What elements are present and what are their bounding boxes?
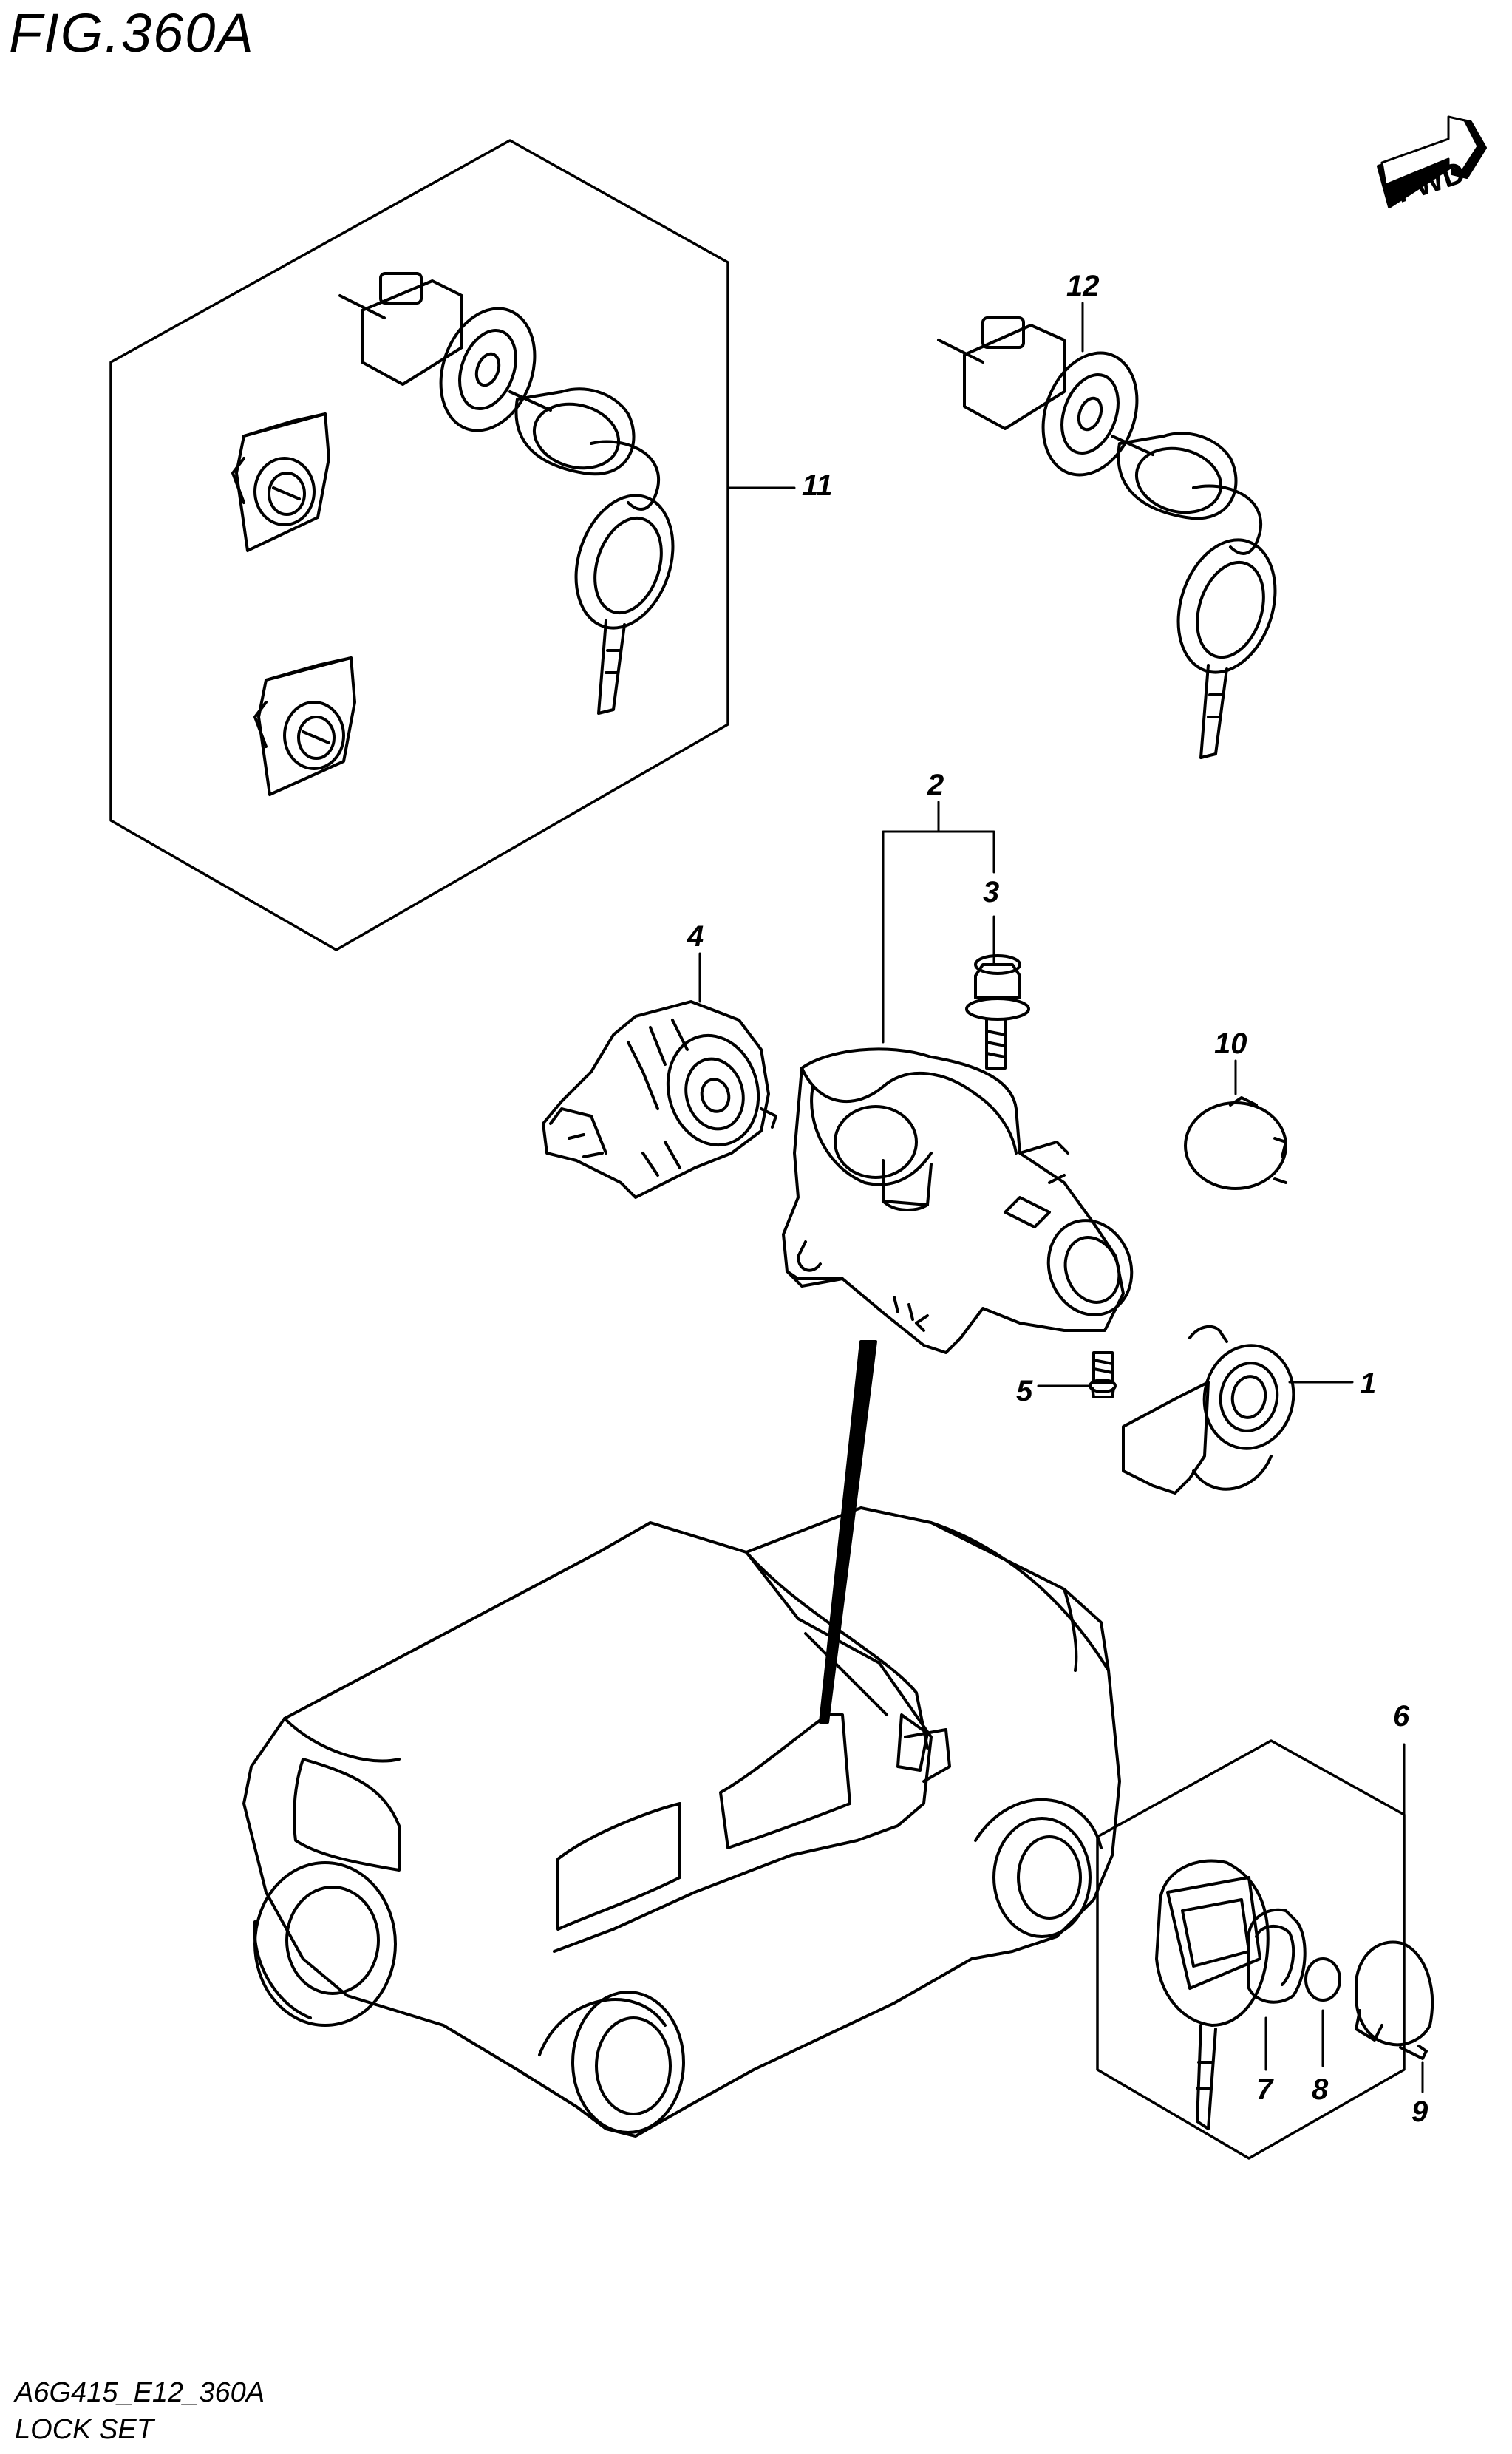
figure-code: A6G415_E12_360A	[15, 2377, 265, 2408]
figure-title: FIG.360A	[9, 2, 255, 64]
callout-10: 10	[1214, 1027, 1247, 1060]
lock-set-cylinder-drawing	[338, 272, 675, 715]
part-8-battery-drawing	[1304, 1957, 1341, 2067]
callout-12: 12	[1066, 270, 1100, 302]
part-2-steering-lock-drawing	[782, 1047, 1134, 1354]
fwd-arrow-icon: FWD	[1377, 115, 1487, 209]
callout-11: 11	[802, 469, 833, 502]
part-4-ignition-switch-drawing	[542, 1000, 777, 1199]
vehicle-silhouette-drawing	[242, 1506, 1121, 2138]
part-7-holder-drawing	[1247, 1908, 1307, 2071]
callout-6: 6	[1393, 1700, 1410, 1733]
lock-set-group-box	[109, 139, 729, 951]
key-set-group-box	[1096, 1739, 1406, 2160]
callout-8: 8	[1312, 2073, 1329, 2106]
callout-1: 1	[1360, 1367, 1376, 1400]
location-pointer-line	[819, 1340, 877, 1724]
lock-set-latch-upper	[231, 412, 330, 552]
callout-5: 5	[1016, 1375, 1033, 1407]
part-10-cap-drawing	[1184, 1096, 1287, 1190]
lock-set-latch-lower	[253, 656, 356, 796]
part-1-bezel-drawing	[1122, 1325, 1295, 1495]
part-3-bolt-drawing	[965, 954, 1030, 1070]
part-9-cover-screw-drawing	[1355, 1940, 1434, 2093]
callout-3: 3	[983, 876, 999, 908]
callout-9: 9	[1411, 2096, 1428, 2128]
part-12-cylinder-drawing	[937, 316, 1277, 759]
callout-2: 2	[927, 769, 944, 801]
figure-name: LOCK SET	[15, 2414, 154, 2445]
callout-4: 4	[687, 920, 704, 953]
key-drawing	[1155, 1859, 1270, 2130]
callout-7: 7	[1256, 2073, 1274, 2106]
part-5-screw-drawing	[1089, 1351, 1117, 1398]
